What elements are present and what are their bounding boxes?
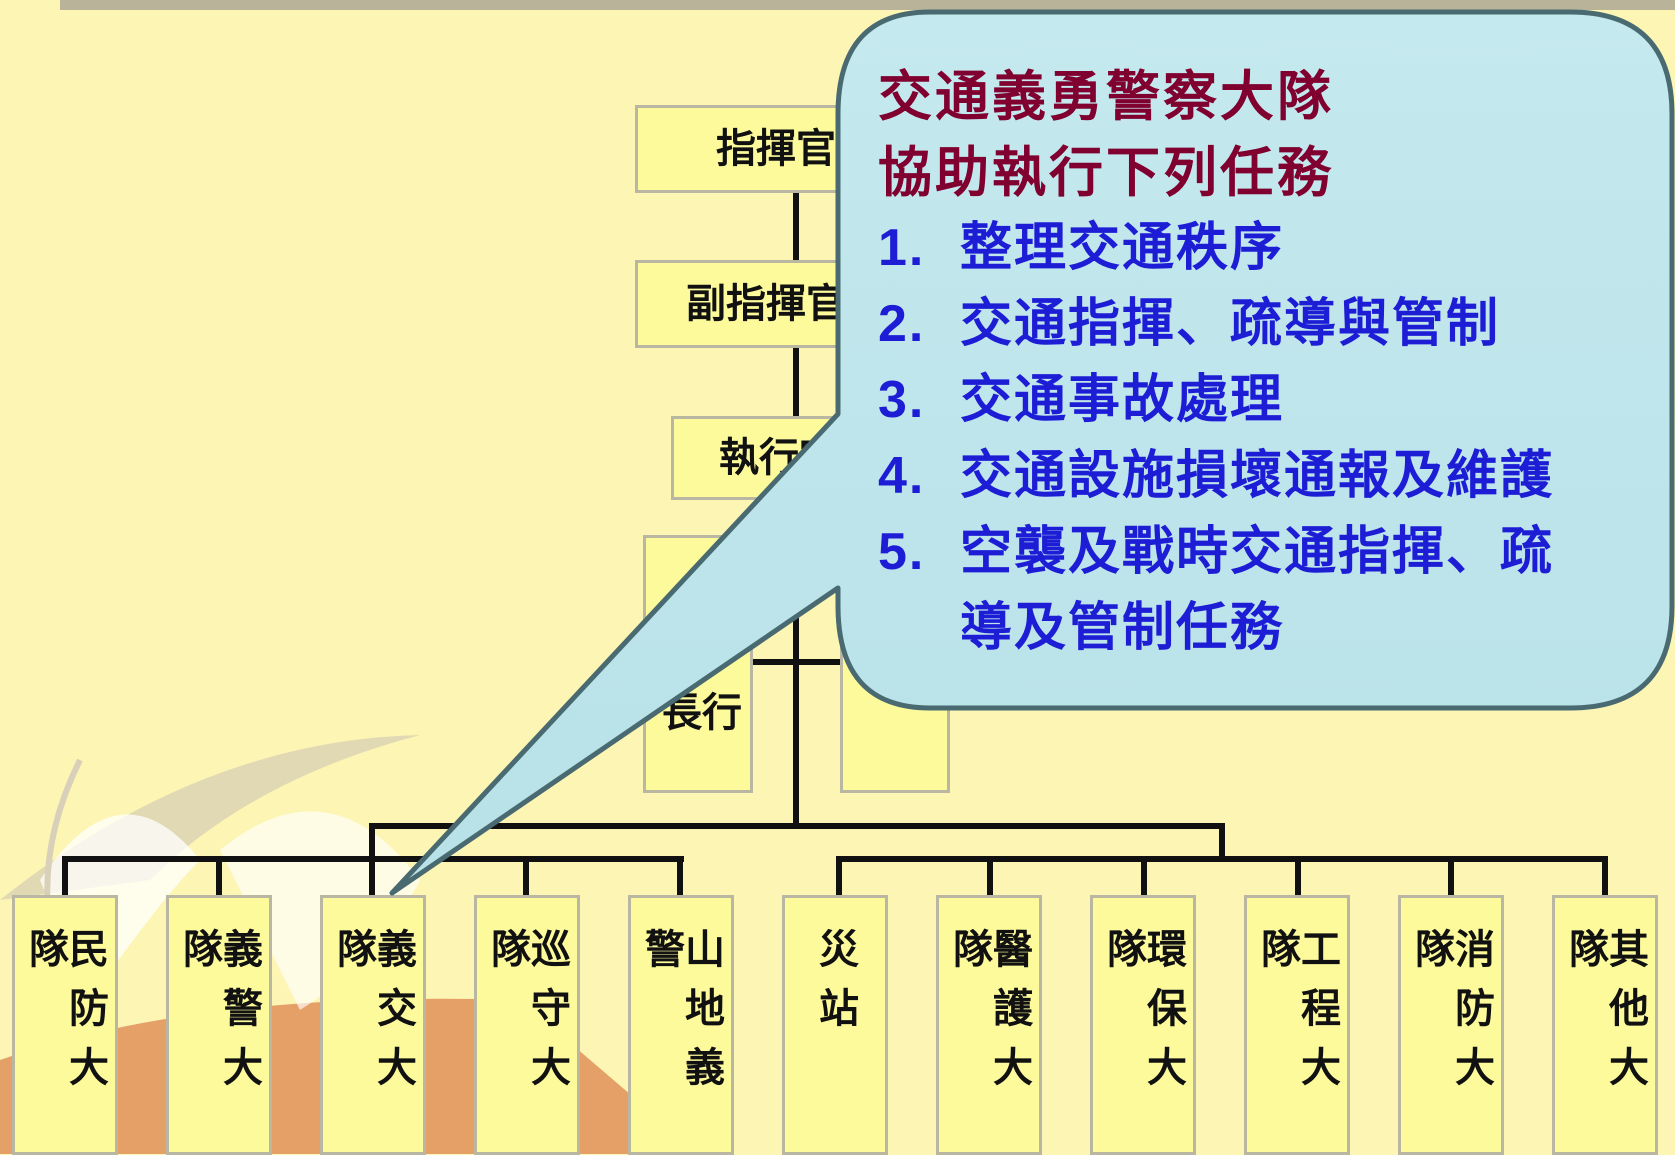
task-item: 1. 整理交通秩序 — [878, 210, 1554, 286]
callout-content: 交通義勇警察大隊 協助執行下列任務 1. 整理交通秩序 2. 交通指揮、疏導與管… — [878, 58, 1554, 666]
task-number: 5. — [878, 523, 926, 581]
deputy-commander-label: 副指揮官 — [686, 280, 846, 327]
callout-title-line1: 交通義勇警察大隊 — [878, 64, 1334, 128]
unit-label: 環保大隊 — [1100, 928, 1187, 1105]
unit-box-civil-defense: 民防大隊 — [12, 895, 118, 1155]
unit-label: 消防大隊 — [1408, 928, 1495, 1105]
unit-label: 工程大隊 — [1254, 928, 1341, 1105]
task-item: 2. 交通指揮、疏導與管制 — [878, 286, 1554, 362]
unit-label: 義警大隊 — [176, 928, 263, 1105]
task-text: 空襲及戰時交通指揮、疏 — [960, 521, 1555, 582]
unit-box-traffic-volunteer: 義交大隊 — [320, 895, 426, 1155]
unit-box-mountain-police: 山地義警 — [628, 895, 734, 1155]
task-number: 2. — [878, 295, 926, 353]
top-bar — [60, 0, 1675, 10]
unit-label: 其他大隊 — [1562, 928, 1649, 1105]
unit-box-disaster-station: 災站 — [782, 895, 888, 1155]
task-item-continuation: 導及管制任務 — [878, 590, 1554, 666]
unit-label: 醫護大隊 — [946, 928, 1033, 1105]
task-text: 整理交通秩序 — [960, 217, 1285, 278]
callout-title-line2: 協助執行下列任務 — [878, 140, 1334, 204]
commander-label: 指揮官 — [716, 125, 836, 172]
task-text: 交通事故處理 — [960, 369, 1285, 430]
unit-box-volunteer-police: 義警大隊 — [166, 895, 272, 1155]
unit-label: 巡守大隊 — [484, 928, 571, 1105]
task-item: 4. 交通設施損壞通報及維護 — [878, 438, 1554, 514]
task-item: 3. 交通事故處理 — [878, 362, 1554, 438]
unit-label: 民防大隊 — [22, 928, 109, 1105]
unit-label: 災站 — [812, 928, 859, 1046]
unit-label: 山地義警 — [638, 928, 725, 1105]
task-number: 4. — [878, 447, 926, 505]
task-text-continuation: 導及管制任務 — [960, 597, 1285, 658]
unit-box-patrol: 巡守大隊 — [474, 895, 580, 1155]
unit-box-other: 其他大隊 — [1552, 895, 1658, 1155]
unit-box-engineering: 工程大隊 — [1244, 895, 1350, 1155]
task-number: 1. — [878, 219, 926, 277]
task-text: 交通設施損壞通報及維護 — [960, 445, 1555, 506]
task-item: 5. 空襲及戰時交通指揮、疏 — [878, 514, 1554, 590]
task-text: 交通指揮、疏導與管制 — [960, 293, 1501, 354]
task-number: 3. — [878, 371, 926, 429]
unit-label: 義交大隊 — [330, 928, 417, 1105]
